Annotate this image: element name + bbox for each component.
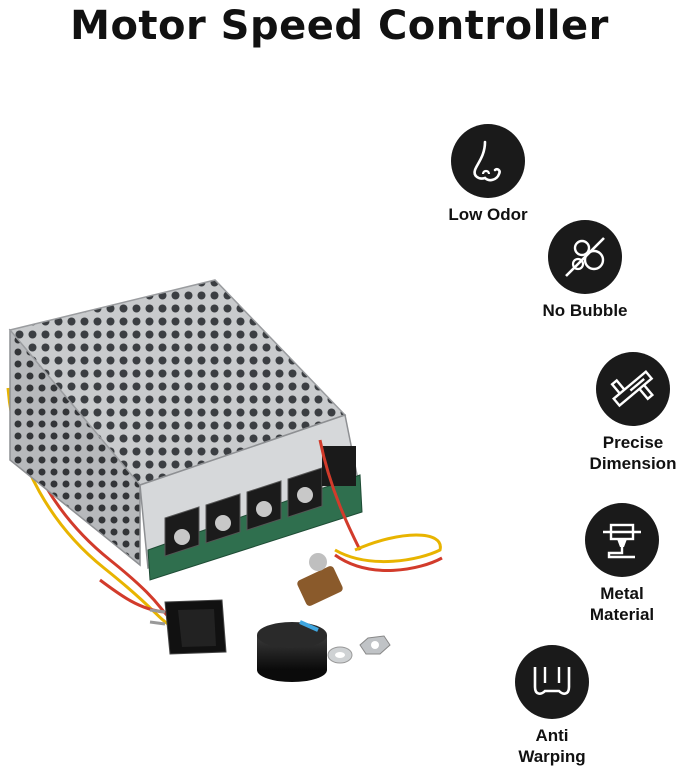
feature-no-bubble: No Bubble (500, 220, 670, 321)
anti-warping-icon (515, 645, 589, 719)
feature-label: Metal Material (589, 584, 655, 624)
feature-precise-dimension: Precise Dimension (548, 352, 679, 474)
feature-label: Anti Warping (518, 726, 586, 766)
bubble-icon (548, 220, 622, 294)
feature-metal-material: Metal Material (537, 503, 679, 625)
page-title: Motor Speed Controller (70, 3, 609, 49)
feature-label: No Bubble (542, 301, 628, 320)
product-image (6, 279, 443, 682)
extruder-icon (585, 503, 659, 577)
feature-anti-warping: Anti Warping (467, 645, 637, 767)
feature-label: Precise Dimension (589, 433, 677, 473)
nose-icon (451, 124, 525, 198)
feature-label: Low Odor (448, 205, 528, 224)
feature-low-odor: Low Odor (403, 124, 573, 225)
caliper-icon (596, 352, 670, 426)
